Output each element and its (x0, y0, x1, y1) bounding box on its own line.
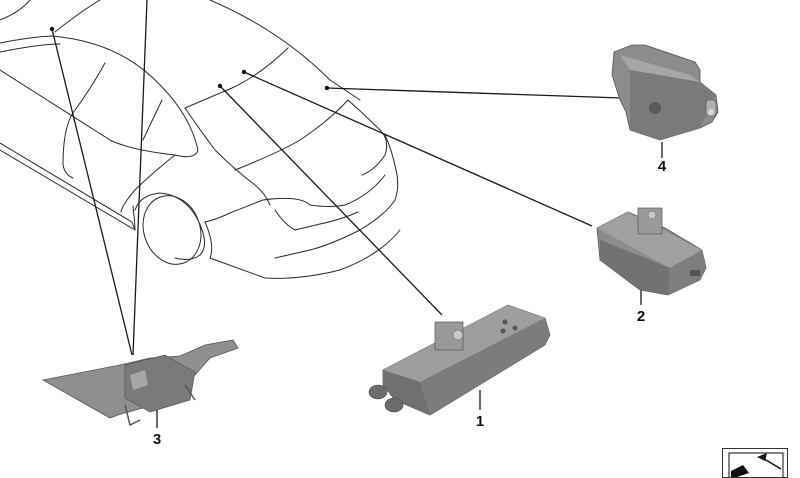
vehicle-outline (0, 0, 401, 279)
callout-label-2: 2 (636, 308, 646, 325)
view-direction-button[interactable] (722, 448, 788, 478)
part-3-bracket[interactable] (41, 339, 239, 427)
leader-lines (49, 0, 663, 428)
part-2-amplifier-module[interactable] (596, 207, 707, 296)
part-4-antenna-module[interactable] (611, 44, 719, 141)
callout-label-3: 3 (152, 431, 162, 448)
callout-label-1: 1 (475, 413, 485, 430)
view-direction-icon (728, 452, 784, 477)
part-1-amplifier-coax[interactable] (368, 304, 551, 416)
callout-label-4: 4 (657, 158, 667, 175)
